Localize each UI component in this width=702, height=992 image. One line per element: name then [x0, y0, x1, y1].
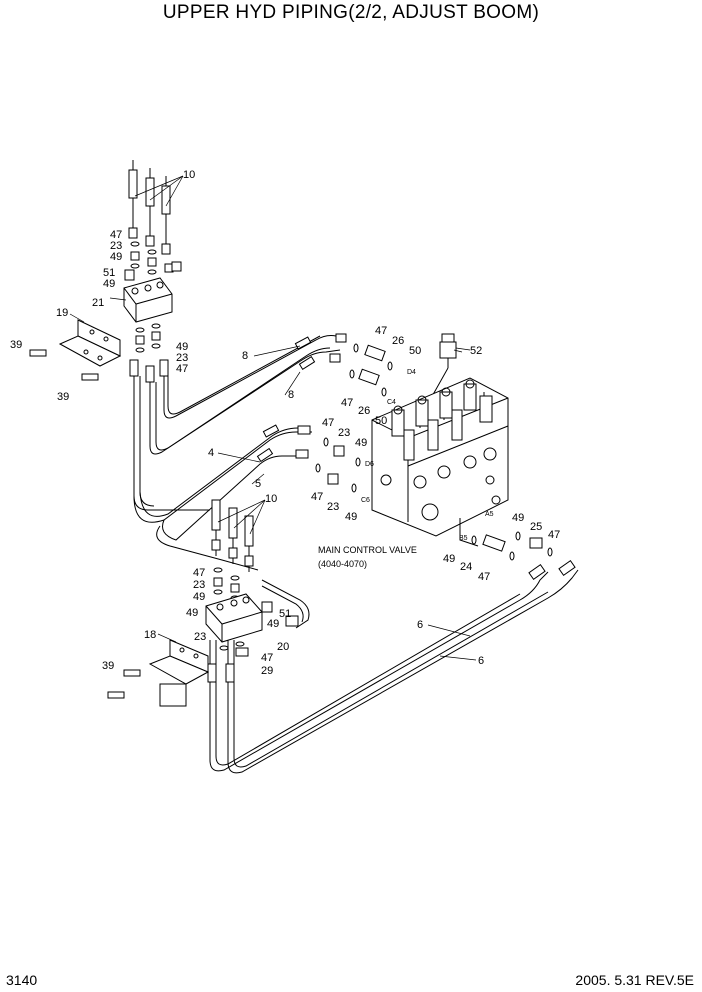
valve-fittings [315, 343, 393, 493]
port-label: B5 [459, 535, 468, 542]
callout: 23 [194, 631, 206, 643]
upper-hose-bundle [128, 160, 171, 255]
callout: 23 [338, 427, 350, 439]
callout: 50 [409, 345, 421, 357]
callout: 6 [417, 619, 423, 631]
callout: 50 [375, 415, 387, 427]
callout: 23 [110, 240, 122, 252]
pipe-4-5 [133, 424, 312, 571]
callout: 26 [392, 335, 404, 347]
callout: 39 [10, 339, 22, 351]
callout: 47 [548, 529, 560, 541]
callout: 39 [102, 660, 114, 672]
callout: 49 [176, 341, 188, 353]
callout: 49 [103, 278, 115, 290]
callout: 49 [443, 553, 455, 565]
port-label: D4 [407, 369, 416, 376]
lower-hose-bundle [211, 499, 254, 572]
distribution-block-lower [205, 593, 263, 683]
port-label: C4 [387, 399, 396, 406]
callout: 49 [355, 437, 367, 449]
port-label: C6 [361, 497, 370, 504]
callout: 49 [345, 511, 357, 523]
callout: 47 [110, 229, 122, 241]
callout: 51 [279, 608, 291, 620]
callout: 5 [255, 478, 261, 490]
callout: 51 [103, 267, 115, 279]
callout: 47 [176, 363, 188, 375]
callout: 49 [267, 618, 279, 630]
main-control-valve [371, 377, 509, 547]
callout: 47 [478, 571, 490, 583]
callout: 49 [512, 512, 524, 524]
callout: 23 [176, 352, 188, 364]
callout: 4 [208, 447, 214, 459]
callout: 19 [56, 307, 68, 319]
callout: 49 [193, 591, 205, 603]
callout: 18 [144, 629, 156, 641]
callout: 21 [92, 297, 104, 309]
revision-date: 2005. 5.31 REV.5E [575, 972, 694, 988]
callout: 24 [460, 561, 472, 573]
callout: 8 [288, 389, 294, 401]
callout: 23 [327, 501, 339, 513]
bracket-19 [29, 319, 122, 381]
callout: 47 [375, 325, 387, 337]
callout: 25 [530, 521, 542, 533]
leader-lines [69, 175, 477, 661]
callout: 6 [478, 655, 484, 667]
valve-label-line1: MAIN CONTROL VALVE [318, 545, 417, 555]
port-label: D6 [365, 461, 374, 468]
valve-label-line2: (4040-4070) [318, 559, 367, 569]
callout: 26 [358, 405, 370, 417]
upper-fittings-top [124, 241, 182, 281]
upper-fittings-bottom [129, 323, 169, 383]
callout: 8 [242, 350, 248, 362]
callout: 47 [261, 652, 273, 664]
right-fittings [471, 531, 553, 561]
callout: 49 [186, 607, 198, 619]
distribution-block-21 [123, 277, 173, 323]
bracket-18 [107, 639, 210, 707]
callout: 20 [277, 641, 289, 653]
page-title: UPPER HYD PIPING(2/2, ADJUST BOOM) [162, 2, 540, 23]
callout: 39 [57, 391, 69, 403]
pipe-6 [209, 560, 579, 774]
lower-fittings [213, 567, 310, 629]
callout: 47 [193, 567, 205, 579]
callout: 10 [265, 493, 277, 505]
callout: 49 [110, 251, 122, 263]
page-number: 3140 [6, 972, 38, 988]
callout: 47 [341, 397, 353, 409]
callout: 52 [470, 345, 482, 357]
callout: 47 [322, 417, 334, 429]
callout: 47 [311, 491, 323, 503]
callout: 10 [183, 169, 195, 181]
callout: 29 [261, 665, 273, 677]
port-label: A5 [485, 511, 494, 518]
callout: 23 [193, 579, 205, 591]
